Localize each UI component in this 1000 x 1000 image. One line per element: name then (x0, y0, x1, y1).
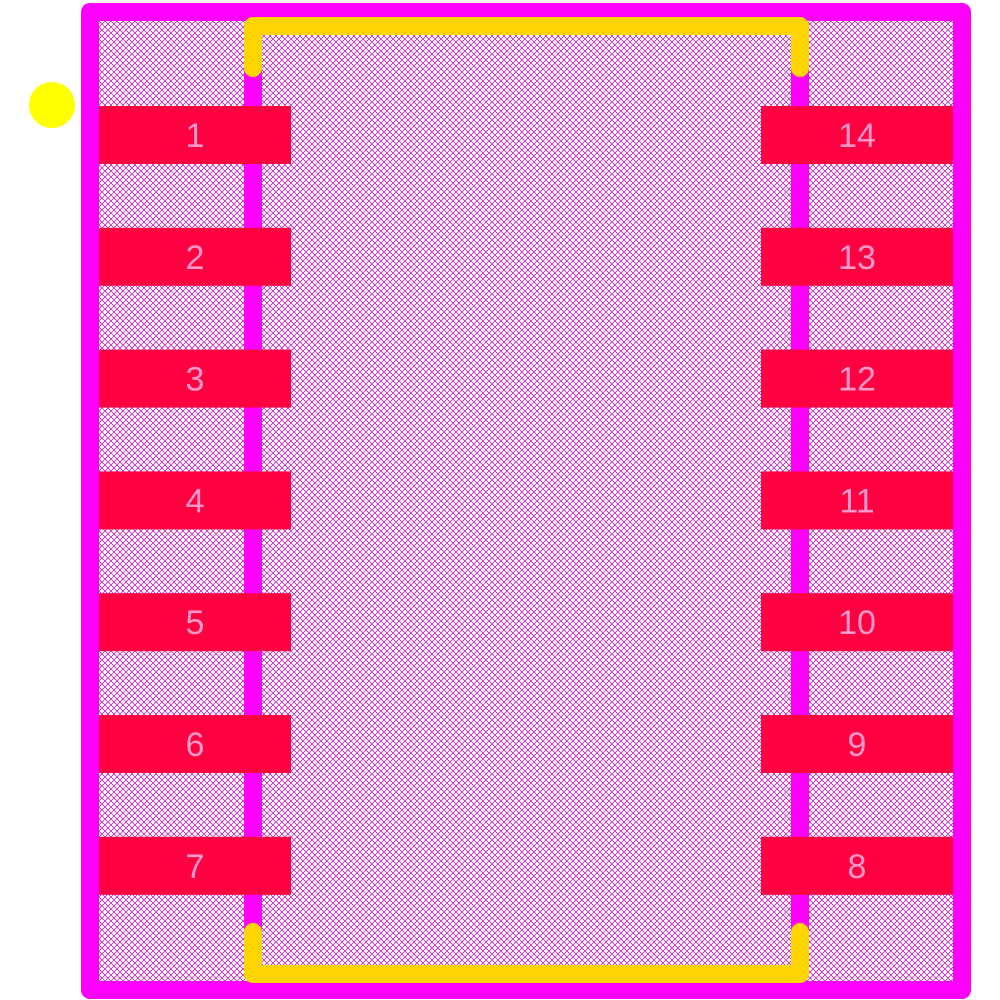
pad-number-label: 5 (186, 604, 205, 642)
pad-right: 10 (761, 593, 953, 652)
silkscreen-bottom (244, 923, 809, 983)
pad-number-label: 13 (838, 239, 876, 277)
pad-rect (761, 106, 953, 164)
pad-left: 5 (99, 593, 291, 652)
pad-number-label: 1 (186, 117, 205, 155)
silkscreen-top (244, 17, 809, 77)
pad-number-label: 11 (839, 482, 874, 520)
pad-left: 6 (99, 715, 291, 773)
pad-rect (761, 471, 953, 530)
pad-rect (761, 715, 953, 773)
pad-rect (99, 471, 291, 530)
pad-number-label: 9 (848, 726, 867, 764)
pad-right: 11 (761, 471, 953, 530)
pad-left: 4 (99, 471, 291, 530)
pad-right: 14 (761, 106, 953, 164)
pad-right: 9 (761, 715, 953, 773)
pad-number-label: 3 (186, 361, 205, 399)
pad-left: 1 (99, 106, 291, 164)
pad-rect (99, 715, 291, 773)
pad-rect (99, 349, 291, 408)
pads-left: 1 2 3 4 5 6 7 (99, 106, 291, 895)
pad-rect (99, 593, 291, 652)
pin1-marker (29, 82, 75, 128)
pad-number-label: 10 (838, 604, 876, 642)
pads-right: 14 13 12 11 10 9 8 (761, 106, 953, 895)
pad-right: 12 (761, 349, 953, 408)
pad-number-label: 14 (838, 117, 876, 155)
pad-right: 13 (761, 227, 953, 286)
silkscreen-outline (244, 17, 809, 983)
pad-rect (99, 836, 291, 895)
courtyard-outline (81, 3, 971, 999)
pad-rect (761, 227, 953, 286)
pad-rect (761, 349, 953, 408)
pad-number-label: 8 (848, 848, 867, 886)
pad-rect (761, 593, 953, 652)
pad-rect (99, 227, 291, 286)
pad-rect (99, 106, 291, 164)
pad-left: 7 (99, 836, 291, 895)
pad-left: 2 (99, 227, 291, 286)
pad-number-label: 6 (186, 726, 205, 764)
pad-rect (761, 836, 953, 895)
pad-number-label: 4 (186, 482, 205, 520)
pad-number-label: 12 (838, 361, 876, 399)
pad-number-label: 2 (186, 239, 205, 277)
pad-right: 8 (761, 836, 953, 895)
pad-number-label: 7 (186, 848, 205, 886)
pad-left: 3 (99, 349, 291, 408)
